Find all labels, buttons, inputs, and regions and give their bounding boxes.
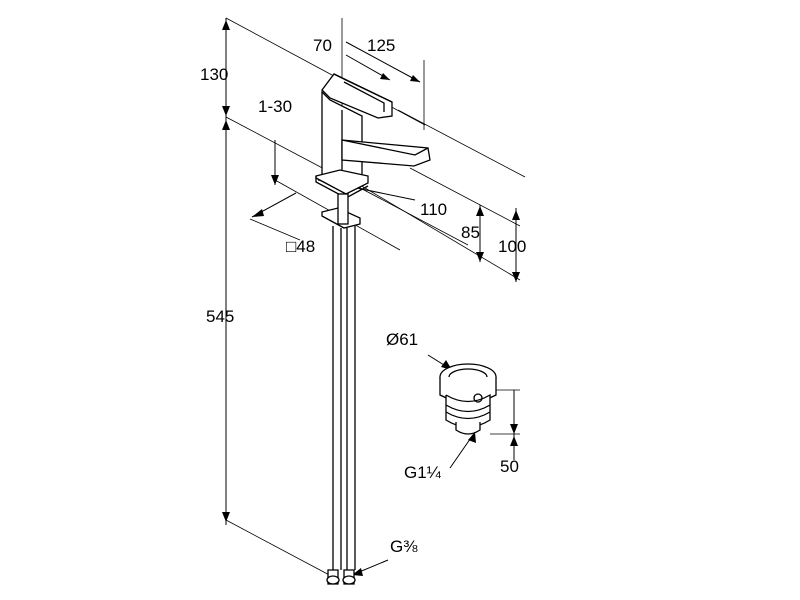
label-545: 545 [206,307,234,326]
label-70: 70 [313,36,332,55]
label-50: 50 [500,457,519,476]
label-100: 100 [498,237,526,256]
label-diameter-61: Ø61 [386,330,418,349]
label-g-three-eighths: G⅜ [390,537,418,556]
label-g1-quarter: G1¼ [404,463,442,482]
label-1-30: 1-30 [258,97,292,116]
arrowheads [222,20,520,576]
dimension-labels: 130 70 125 1-30 110 85 100 □48 545 Ø61 G… [200,36,526,556]
faucet-body [315,73,431,585]
waste-valve [439,363,497,435]
label-110: 110 [420,200,447,219]
label-130: 130 [200,65,228,84]
label-85: 85 [461,223,480,242]
label-125: 125 [367,36,395,55]
label-square-48: □48 [286,237,315,256]
